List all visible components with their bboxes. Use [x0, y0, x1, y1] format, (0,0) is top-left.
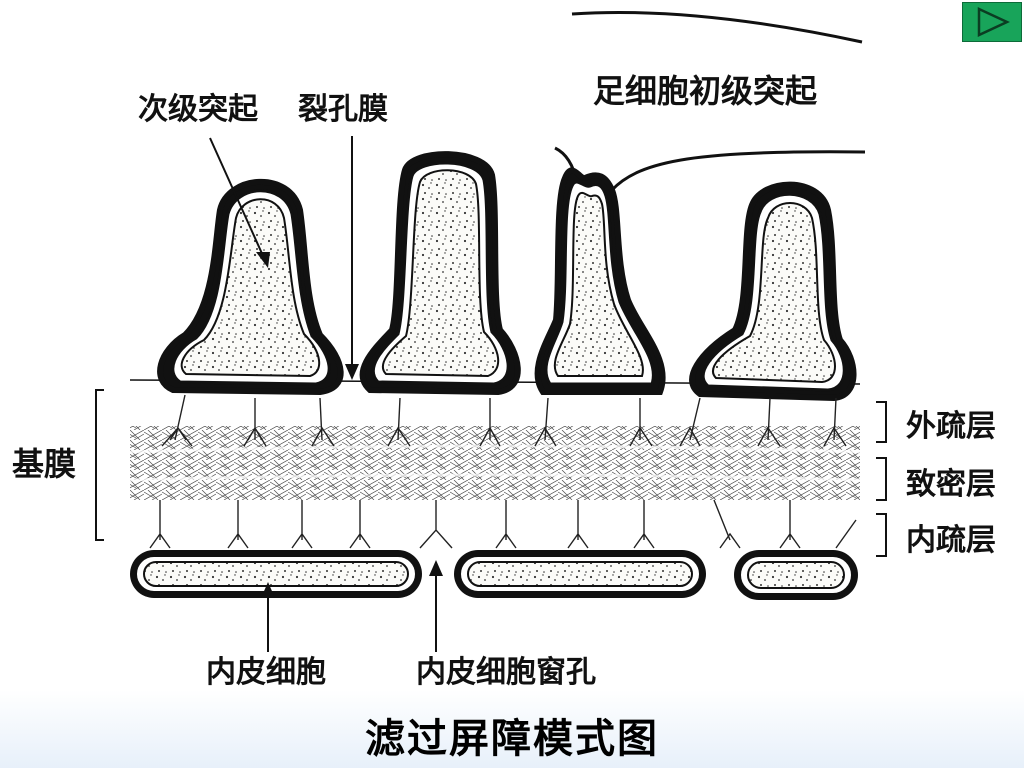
fibrils-upper: [161, 394, 847, 447]
next-slide-button[interactable]: [962, 2, 1022, 42]
label-lamina-rara-externa: 外疏层: [906, 409, 996, 444]
arrow-secondary-process: [209, 137, 270, 268]
label-endothelial-cell: 内皮细胞: [206, 655, 326, 690]
label-lamina-densa: 致密层: [906, 467, 996, 502]
foot-process-1: [157, 178, 344, 396]
bracket-dense-layer: [876, 457, 887, 501]
label-lamina-rara-interna: 内疏层: [906, 523, 996, 558]
slide-caption: 滤过屏障模式图: [365, 715, 659, 762]
arrow-endothelial-cell: [261, 582, 275, 652]
foot-process-2: [359, 151, 521, 396]
endothelial-cell-2: [454, 550, 706, 598]
arrow-slit-membrane: [345, 136, 359, 380]
fibrils-lower: [149, 499, 857, 549]
label-secondary-process: 次级突起: [138, 92, 259, 127]
label-slit-membrane: 裂孔膜: [298, 92, 388, 127]
bracket-outer-layer: [876, 401, 887, 443]
caption-band: [0, 690, 1024, 768]
foot-process-4: [689, 181, 857, 402]
bracket-inner-layer: [876, 513, 887, 557]
play-triangle-icon: [977, 7, 1010, 37]
endothelial-cell-3: [734, 550, 858, 600]
label-endothelial-fenestra: 内皮细胞窗孔: [416, 655, 596, 690]
basement-membrane-bracket: [95, 389, 104, 541]
foot-process-3: [534, 146, 866, 395]
arrow-endothelial-fenestra: [429, 560, 443, 652]
label-podocyte-primary-process: 足细胞初级突起: [593, 72, 818, 110]
endothelial-cell-1: [130, 550, 422, 598]
label-basement-membrane: 基膜: [12, 445, 76, 483]
primary-process-upper-edge: [571, 10, 863, 44]
